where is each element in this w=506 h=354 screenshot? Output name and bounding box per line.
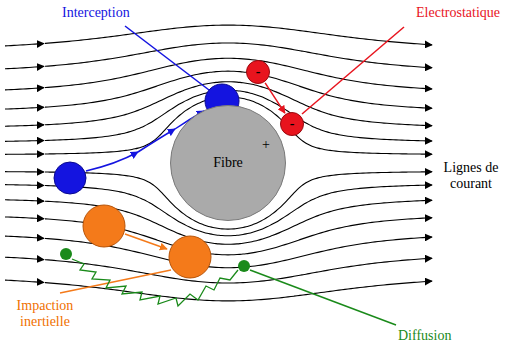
trajectory-arrow: [265, 83, 285, 113]
streamlines: [5, 25, 432, 301]
node-label: -: [256, 64, 261, 80]
mechanism-label: Electrostatique: [416, 5, 500, 21]
streamline: [5, 171, 44, 172]
node-label: Fibre: [213, 155, 243, 171]
particle: [54, 162, 86, 194]
charged-particle: -: [280, 112, 304, 136]
flow-label: Lignes de courant: [440, 160, 502, 192]
fibre-circle: Fibre +: [170, 105, 286, 221]
streamline: [45, 25, 432, 45]
brownian-path: [72, 259, 238, 306]
charged-particle: -: [246, 60, 270, 84]
streamline: [5, 153, 44, 154]
particle: [83, 205, 125, 247]
charge-sign: +: [262, 137, 270, 153]
streamline: [5, 88, 44, 90]
circle-shape: [247, 61, 270, 84]
streamline: [5, 43, 44, 45]
streamline: [5, 66, 44, 68]
trajectory: [138, 129, 175, 152]
streamline: [5, 200, 44, 201]
node-label: -: [290, 116, 295, 132]
leader-line: [250, 270, 396, 325]
streamline: [5, 236, 44, 238]
streamline: [5, 280, 44, 282]
leader-line: [125, 26, 209, 90]
streamline: [5, 140, 44, 142]
mechanism-label: Diffusion: [398, 328, 451, 344]
particle: [60, 248, 72, 260]
streamline: [5, 125, 44, 126]
mechanism-label: Interception: [62, 5, 130, 21]
leader-line: [60, 270, 171, 293]
particle: [238, 260, 250, 272]
streamline: [5, 257, 44, 259]
leader-line: [302, 27, 404, 114]
circle-shape: [171, 106, 286, 221]
mechanism-label: Impaction inertielle: [8, 298, 82, 330]
particle: [169, 236, 211, 278]
streamline: [5, 107, 44, 109]
streamline: [45, 58, 432, 89]
trajectory: [125, 234, 167, 249]
streamline: [5, 217, 44, 219]
circle-shape: [281, 113, 304, 136]
streamline: [5, 184, 44, 186]
trajectory: [86, 152, 138, 171]
streamline: [45, 43, 432, 68]
